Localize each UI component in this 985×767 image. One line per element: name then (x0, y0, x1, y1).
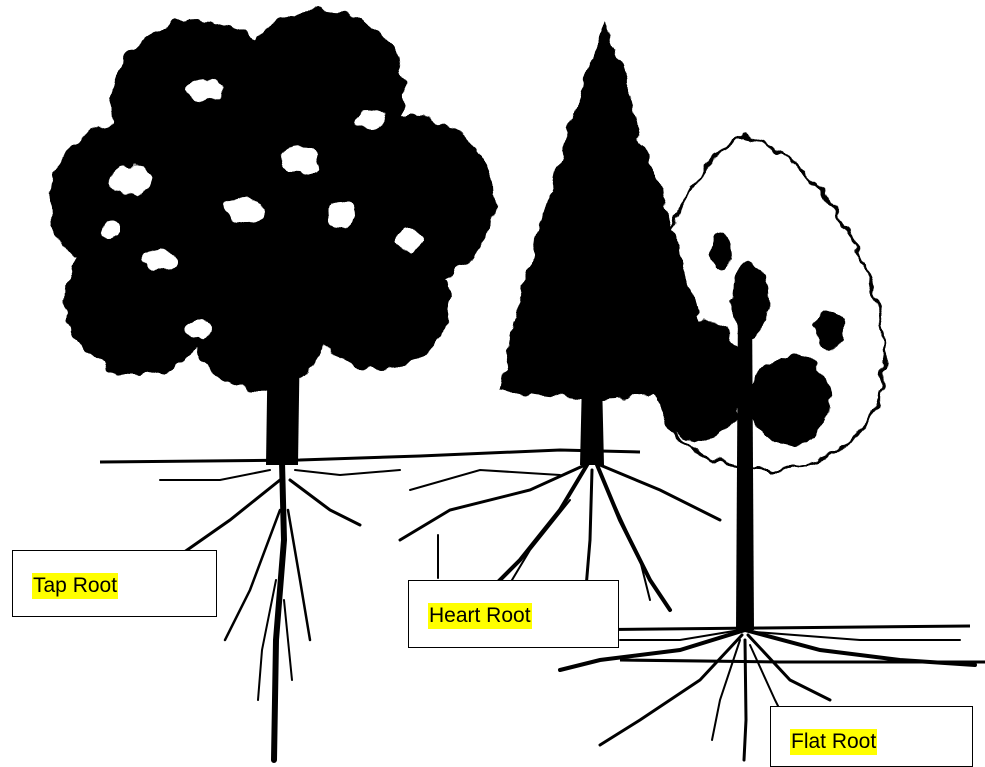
flat-root-label-box: Flat Root (770, 706, 973, 767)
flat-root-tree-trunk (736, 300, 754, 630)
heart-root-tree-trunk (580, 380, 604, 465)
tap-root-label: Tap Root (32, 573, 118, 599)
tap-root-label-box: Tap Root (12, 550, 217, 617)
heart-root-label-box: Heart Root (408, 580, 619, 648)
flat-root-label: Flat Root (790, 729, 877, 755)
heart-root-label: Heart Root (428, 603, 532, 629)
tap-root-tree-trunk (266, 330, 300, 465)
